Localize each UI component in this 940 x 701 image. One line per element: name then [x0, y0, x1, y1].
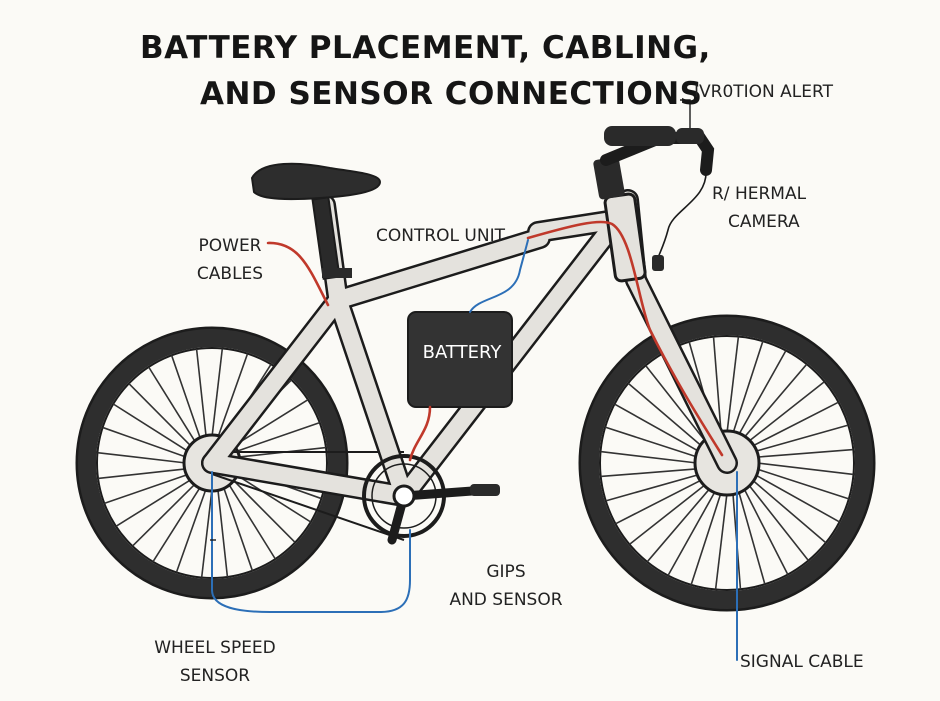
spoke: [747, 381, 826, 443]
spoke: [112, 403, 190, 453]
spoke: [604, 426, 698, 458]
spoke: [600, 450, 698, 464]
spoke: [216, 488, 229, 578]
spoke: [227, 482, 277, 560]
spoke: [200, 488, 213, 578]
spoke: [645, 364, 707, 443]
spoke: [614, 403, 700, 453]
spoke: [690, 492, 722, 586]
label-wheel-speed-sensor-line-1: WHEEL SPEED: [154, 638, 276, 658]
spoke: [628, 483, 707, 545]
spoke: [222, 486, 254, 571]
spoke: [217, 353, 249, 438]
spoke: [152, 485, 202, 563]
battery-pack: [407, 311, 513, 408]
spoke: [756, 462, 854, 476]
spoke: [211, 348, 224, 438]
spoke: [195, 348, 208, 438]
signal-cables: [211, 239, 738, 661]
label-power-cables-line-1: POWER: [198, 236, 262, 256]
spoke: [147, 366, 197, 444]
spoke: [712, 336, 722, 434]
crankset: [362, 454, 500, 545]
label-battery: BATTERY: [422, 342, 502, 363]
spoke: [646, 487, 711, 563]
spoke: [97, 451, 187, 464]
spoke: [732, 340, 764, 434]
spoke: [170, 355, 202, 440]
chain: [211, 451, 405, 541]
spoke: [751, 401, 839, 448]
spoke: [97, 467, 187, 480]
label-motion-alert: IVR0TION ALERT: [694, 82, 833, 102]
spoke: [747, 483, 809, 562]
label-power-cables-line-2: CABLES: [196, 264, 264, 284]
label-thermal-camera-line-2: CAMERA: [728, 212, 800, 232]
spoke: [600, 468, 698, 478]
label-gps-sensor: GIPS AND SENSOR: [440, 558, 572, 614]
spoke: [751, 479, 827, 544]
power-cables: [266, 220, 724, 462]
spoke: [714, 492, 728, 590]
spoke: [667, 490, 717, 576]
label-gps-sensor-line-1: GIPS: [486, 562, 526, 582]
spoke: [231, 478, 296, 544]
spoke: [115, 478, 193, 528]
handlebar: [593, 126, 715, 200]
diagram-title-line-1: BATTERY PLACEMENT, CABLING,: [140, 30, 711, 66]
spoke: [131, 482, 197, 547]
label-thermal-camera: R/ HERMAL CAMERA: [712, 180, 806, 236]
thermal-camera-unit: [652, 255, 664, 271]
label-wheel-speed-sensor-line-2: SENSOR: [179, 666, 251, 686]
spoke: [235, 421, 320, 453]
spoke: [231, 398, 309, 448]
label-wheel-speed-sensor: WHEEL SPEED SENSOR: [140, 634, 290, 690]
spoke: [627, 382, 703, 447]
spoke: [737, 490, 766, 585]
spoke: [726, 336, 740, 434]
spoke: [615, 478, 703, 525]
spoke: [756, 468, 850, 500]
spoke: [756, 448, 854, 458]
label-power-cables: POWER CABLES: [186, 232, 274, 288]
spoke: [737, 350, 787, 436]
spoke: [743, 363, 808, 439]
spoke: [104, 473, 189, 505]
leader-lines: [210, 99, 691, 541]
spoke: [605, 473, 700, 502]
label-gps-sensor-line-2: AND SENSOR: [449, 590, 563, 610]
diagram-title-line-2: AND SENSOR CONNECTIONS: [200, 76, 703, 112]
label-signal-cable: SIGNAL CABLE: [740, 652, 864, 672]
spoke: [754, 424, 849, 453]
spoke: [754, 473, 840, 523]
spoke: [234, 473, 312, 523]
sensor-cable: [652, 169, 707, 271]
spoke: [102, 426, 187, 458]
front-wheel-spokes: [600, 336, 854, 590]
spoke: [742, 487, 789, 575]
label-control-unit: CONTROL UNIT: [376, 226, 505, 246]
spoke: [128, 382, 193, 448]
label-thermal-camera-line-1: R/ HERMAL: [712, 184, 807, 204]
saddle: [250, 162, 382, 280]
spoke: [175, 488, 207, 573]
